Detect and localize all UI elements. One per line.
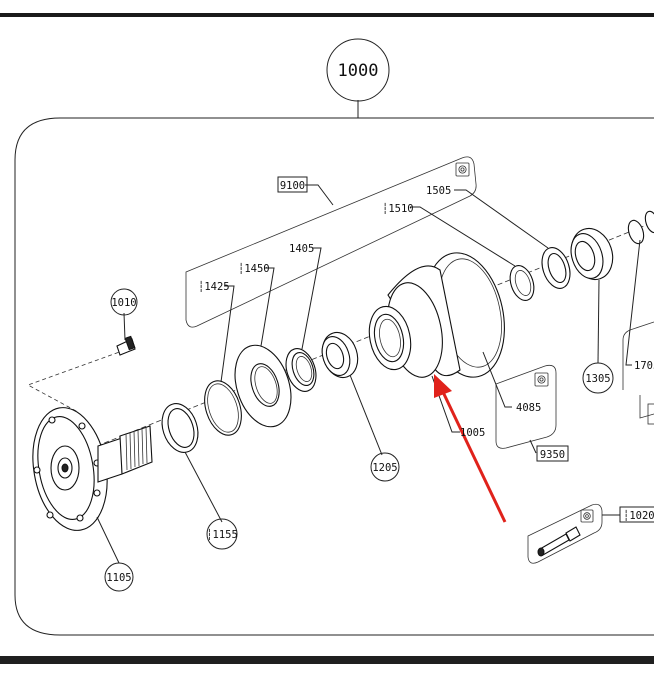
assembly-balloon[interactable] — [326, 38, 390, 102]
callout-1020[interactable]: ┆1020 — [619, 506, 654, 523]
svg-text:1010: 1010 — [111, 297, 136, 309]
ring-1510[interactable] — [506, 262, 538, 303]
callout-1010[interactable]: 1010 — [110, 288, 138, 316]
kit-1705-box — [622, 321, 654, 390]
svg-text:9350: 9350 — [540, 449, 565, 461]
callout-9350[interactable]: 9350 — [536, 445, 569, 462]
seal-1405[interactable] — [281, 345, 321, 395]
svg-text:┆1450: ┆1450 — [238, 262, 270, 275]
callout-1405[interactable]: 1405 — [289, 243, 314, 255]
bearing-1205[interactable] — [317, 328, 364, 382]
hub-flange-1105[interactable] — [24, 402, 153, 537]
bearing-1305[interactable] — [565, 223, 619, 285]
svg-text:4085: 4085 — [516, 402, 541, 414]
svg-text:1105: 1105 — [106, 572, 131, 584]
svg-text:┆1020: ┆1020 — [623, 509, 654, 522]
seal-1505[interactable] — [537, 244, 575, 292]
callout-1505[interactable]: 1505 — [426, 185, 451, 197]
bolt-1010[interactable] — [116, 335, 136, 356]
svg-text:1405: 1405 — [289, 243, 314, 255]
callout-9100[interactable]: 9100 — [277, 176, 308, 193]
callout-4085[interactable]: 4085 — [516, 402, 541, 414]
kit-9350-box-icon — [534, 372, 549, 387]
assembly-label: 1000 — [338, 61, 379, 81]
svg-text:┆1425: ┆1425 — [198, 280, 230, 293]
svg-text:1305: 1305 — [585, 373, 610, 385]
svg-text:9100: 9100 — [280, 180, 305, 192]
svg-text:┆1155: ┆1155 — [206, 528, 238, 541]
red-pointer-arrow — [434, 374, 507, 523]
svg-text:1505: 1505 — [426, 185, 451, 197]
callout-1005[interactable]: 1005 — [460, 427, 485, 439]
kit-1020-box — [527, 503, 603, 564]
callout-1450[interactable]: ┆1450 — [238, 262, 270, 275]
top-border-bar — [0, 13, 654, 17]
callout-1155[interactable]: ┆1155 — [206, 518, 238, 550]
kit-1020-box-icon — [580, 509, 594, 523]
svg-text:1205: 1205 — [372, 462, 397, 474]
disc-1450[interactable] — [225, 338, 300, 434]
bottom-border-bar — [0, 656, 654, 664]
svg-text:1005: 1005 — [460, 427, 485, 439]
callout-1105[interactable]: 1105 — [104, 562, 134, 592]
kit-9350-box — [495, 364, 557, 449]
housing-1005[interactable] — [364, 245, 515, 384]
callout-1705[interactable]: 1705 — [634, 360, 654, 372]
svg-text:1705: 1705 — [634, 360, 654, 372]
pin-1020[interactable] — [537, 526, 581, 557]
svg-text:┆1510: ┆1510 — [382, 202, 414, 215]
assembly-frame — [14, 117, 654, 636]
kit-9100-box — [185, 156, 477, 328]
callout-1305[interactable]: 1305 — [582, 362, 614, 394]
callout-1425[interactable]: ┆1425 — [198, 280, 230, 293]
callout-1205[interactable]: 1205 — [370, 452, 400, 482]
seal-1155[interactable] — [156, 399, 204, 457]
kit-9100-box-icon — [455, 162, 470, 177]
ring-1705[interactable] — [626, 218, 647, 245]
callout-1510[interactable]: ┆1510 — [382, 202, 414, 215]
